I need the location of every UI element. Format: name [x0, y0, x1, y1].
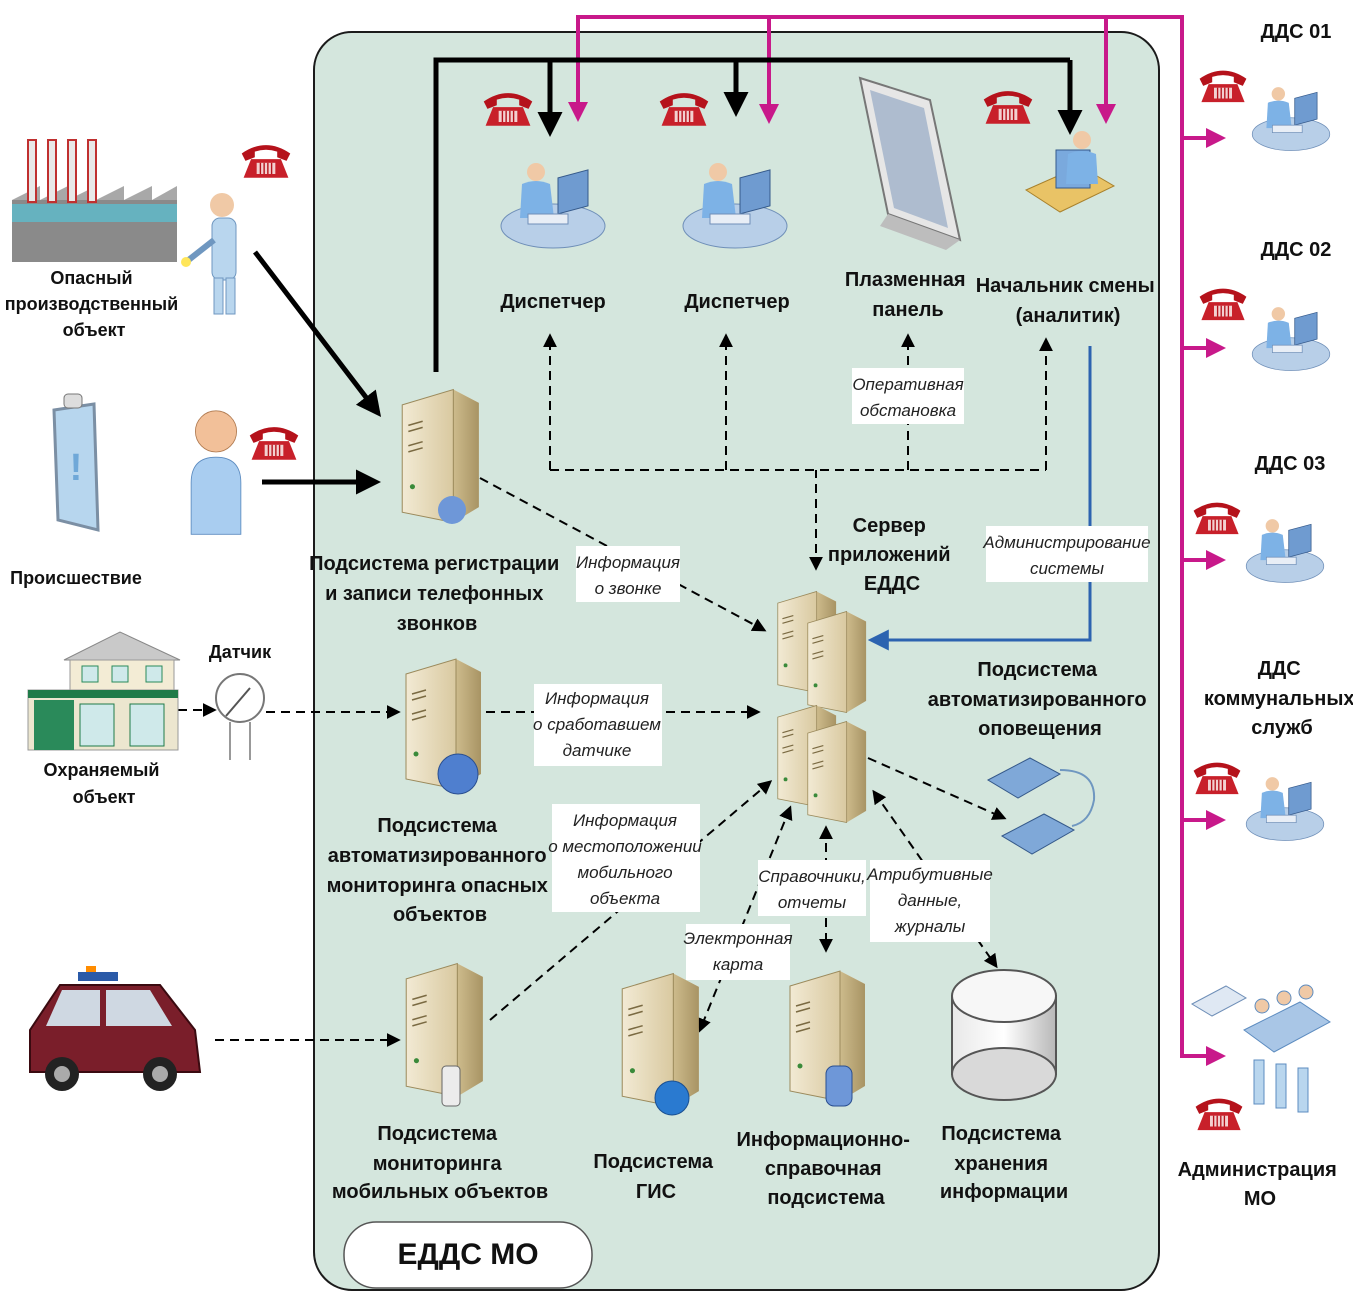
caller-person-icon: [190, 410, 242, 535]
flow-label-directories: Справочники,отчеты: [758, 860, 866, 916]
label-reference-subsystem: Информационно- справочная подсистема: [737, 1129, 916, 1209]
phone-icon-dds03: [1192, 501, 1242, 535]
phone-icon-dds01: [1198, 69, 1248, 103]
svg-text:Справочники,отчеты: Справочники,отчеты: [758, 867, 866, 912]
sensor-icon: [215, 673, 265, 760]
dashed-flows: [178, 333, 1053, 1047]
call-distribution-bus: [253, 57, 1083, 495]
phone-icon-hazard: [241, 144, 291, 179]
incident-clipboard-icon: !: [52, 393, 100, 532]
phone-icon-dds02: [1198, 287, 1248, 321]
label-dispatcher2: Диспетчер: [684, 291, 789, 313]
utilities-workstation-icon: [1245, 776, 1325, 841]
label-dds02: ДДС 02: [1261, 239, 1332, 261]
svg-text:!: !: [70, 447, 83, 489]
edds-title-box: [343, 1221, 593, 1289]
phone-icon-administration: [1194, 1097, 1244, 1131]
phone-icon-utilities: [1192, 761, 1242, 795]
gis-globe-icon: [654, 1080, 690, 1116]
label-guarded-object: Охраняемый объект: [44, 760, 165, 807]
label-monitoring-subsystem: Подсистема автоматизированного мониторин…: [327, 815, 554, 926]
plasma-panel-icon: [858, 76, 962, 250]
mobile-phone-icon: [441, 1065, 461, 1107]
label-registration-subsystem: Подсистема регистрации и записи телефонн…: [309, 553, 565, 635]
factory-icon: [12, 139, 177, 262]
dds03-workstation-icon: [1245, 518, 1325, 583]
dds02-workstation-icon: [1251, 306, 1331, 371]
label-dds03: ДДС 03: [1255, 453, 1326, 475]
label-hazard-object: Опасный производственный объект: [5, 268, 184, 340]
database-icon: [825, 1065, 853, 1107]
label-sensor: Датчик: [209, 642, 272, 662]
edds-title: ЕДДС МО: [397, 1238, 538, 1271]
label-dds-utilities: ДДС коммунальных служб: [1204, 658, 1353, 739]
label-shift-chief: Начальник смены (аналитик): [976, 275, 1161, 327]
admin-line: [867, 346, 1092, 651]
label-gis-subsystem: Подсистема ГИС: [593, 1151, 718, 1203]
edds-panel: [313, 31, 1160, 1291]
administration-meeting-icon: [1190, 984, 1331, 1113]
phone-icon-incident: [249, 426, 299, 461]
label-dispatcher1: Диспетчер: [500, 291, 605, 313]
label-mobile-subsystem: Подсистема мониторинга мобильных объекто…: [332, 1123, 548, 1203]
globe-icon: [437, 753, 479, 795]
patrol-car-icon: [29, 966, 202, 1091]
label-storage-subsystem: Подсистема хранения информации: [940, 1123, 1068, 1203]
storage-cylinder-icon: [951, 969, 1057, 1101]
label-notification-subsystem: Подсистема автоматизированного оповещени…: [928, 659, 1152, 740]
magenta-bus: [568, 15, 1226, 1066]
registration-user-badge-icon: [438, 496, 466, 524]
label-dds01: ДДС 01: [1261, 21, 1332, 43]
label-plasma-panel: Плазменная панель: [845, 269, 971, 321]
label-administration: Администрация МО: [1178, 1159, 1343, 1210]
shift-chief-workstation-icon: [1024, 131, 1116, 213]
label-app-server: Сервер приложений ЕДДС: [828, 515, 956, 595]
guarded-building-icon: [27, 631, 181, 751]
dds01-workstation-icon: [1251, 86, 1331, 151]
guard-icon: [181, 193, 237, 315]
label-incident: Происшествие: [10, 568, 142, 588]
notification-phones-icon: [986, 757, 1096, 855]
